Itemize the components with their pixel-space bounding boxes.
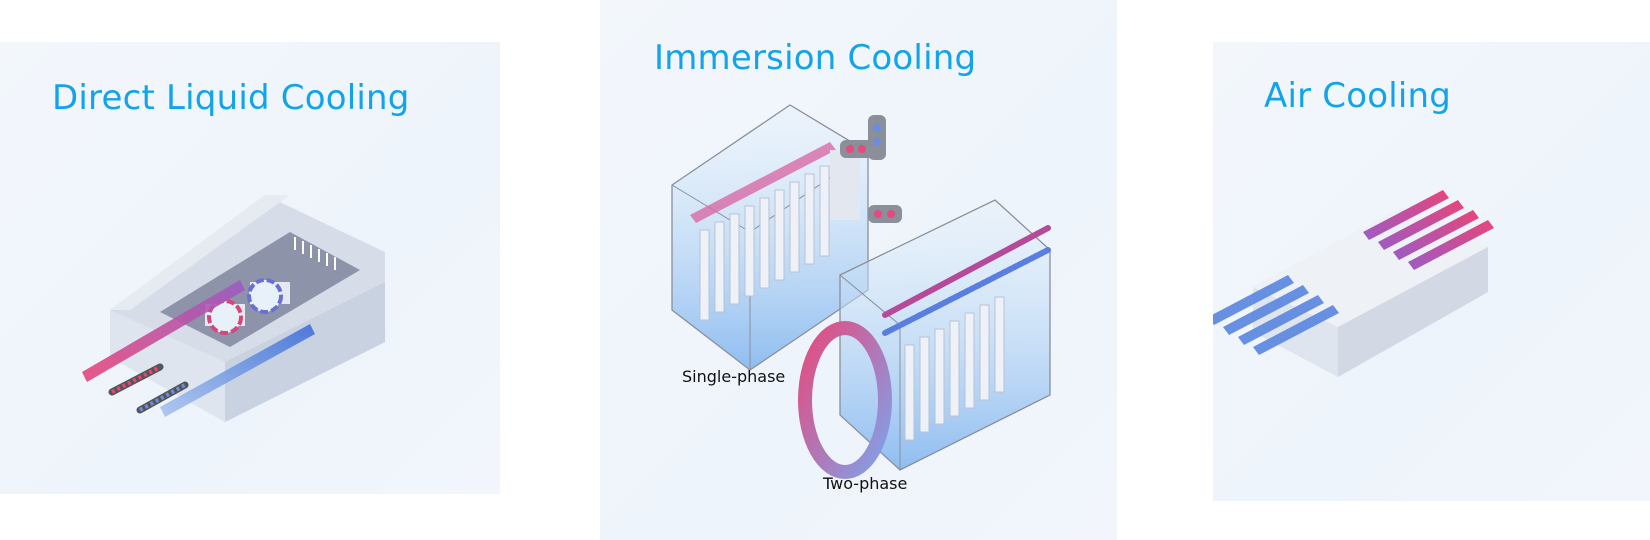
immersion-cooling-illustration — [671, 104, 1051, 479]
panel-title: Air Cooling — [1264, 76, 1452, 116]
panel-title: Direct Liquid Cooling — [52, 78, 410, 118]
single-phase-label: Single-phase — [682, 367, 786, 386]
panel-title: Immersion Cooling — [654, 38, 977, 78]
two-phase-label: Two-phase — [823, 474, 908, 493]
air-cooling-panel: Air Cooling — [1213, 42, 1650, 501]
direct-liquid-cooling-panel: Direct Liquid Cooling — [0, 42, 500, 494]
air-cooling-illustration — [1213, 190, 1494, 377]
immersion-cooling-panel: Immersion Cooling Single-phase Two-phase — [600, 0, 1117, 540]
direct-liquid-cooling-illustration — [82, 195, 385, 422]
